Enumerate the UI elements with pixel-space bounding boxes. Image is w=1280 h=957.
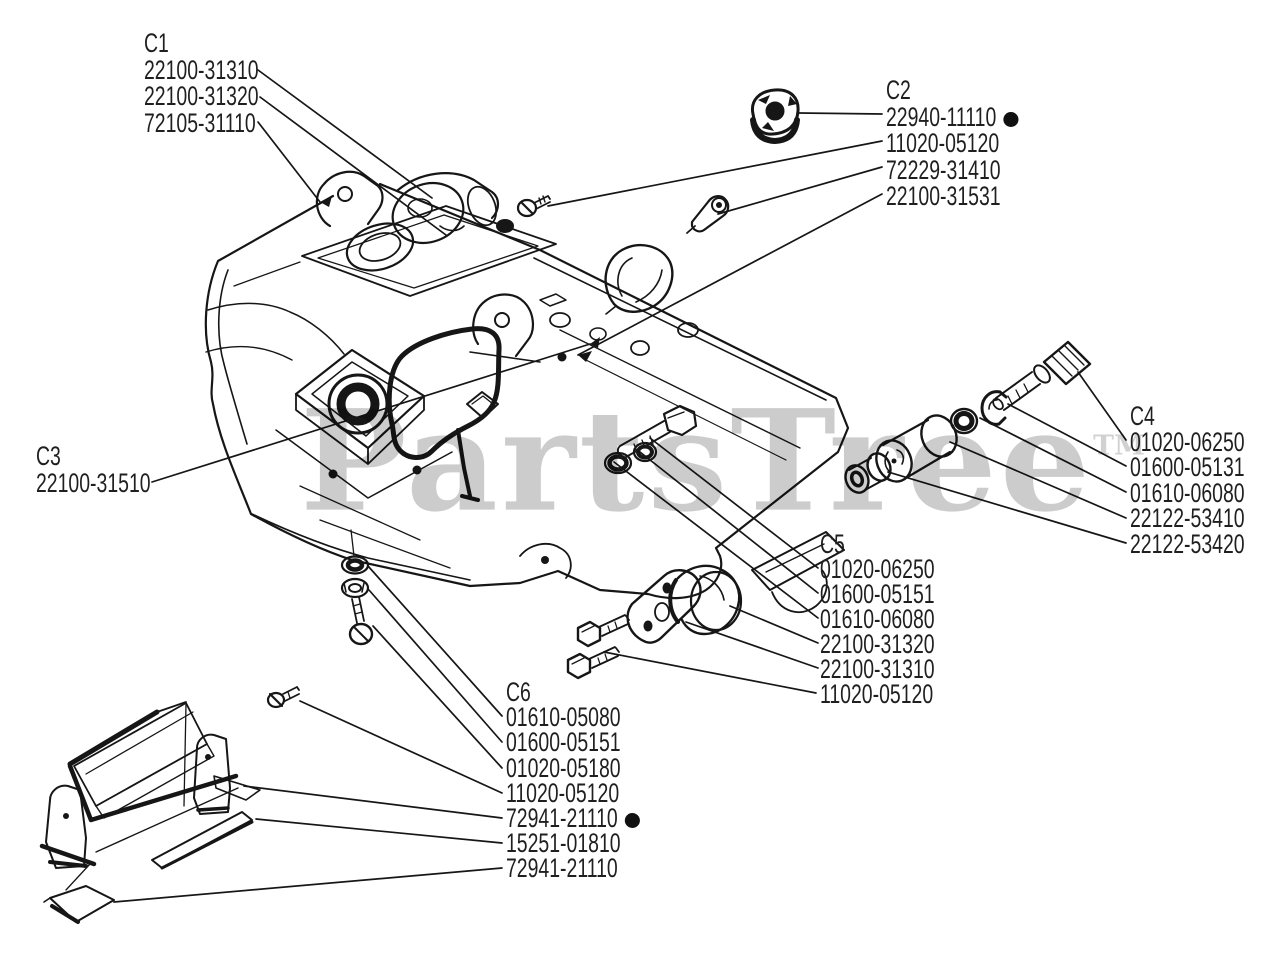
part-number: 72105-31110	[144, 107, 256, 138]
part-number: 22100-31531	[886, 181, 1001, 211]
part-group-c1: C1 22100-31310 22100-31320 72105-31110	[144, 30, 259, 136]
part-group-c6: C6 01610-05080 01600-05151 01020-05180 1…	[506, 677, 641, 884]
filled-dot-marker	[624, 813, 641, 829]
group-label: C1	[144, 28, 169, 58]
group-label: C6	[506, 677, 531, 707]
part-number: 01600-05151	[820, 579, 935, 609]
part-number: 01600-05151	[506, 727, 621, 758]
part-number: 22100-31320	[820, 629, 935, 659]
part-number: 22122-53410	[1130, 503, 1245, 533]
group-label: C4	[1130, 401, 1155, 431]
choke-lever-drawing	[686, 195, 730, 234]
group-label: C2	[886, 75, 911, 105]
under-housing-fasteners-drawing	[340, 529, 374, 646]
part-number: 72229-31410	[886, 154, 1001, 185]
socket-bolt-assembly-drawing	[844, 340, 1092, 494]
part-number: 22100-31310	[820, 654, 935, 684]
part-number: 11020-05120	[506, 777, 620, 808]
part-number: 01020-05180	[506, 752, 621, 783]
fuel-cap-drawing	[750, 88, 800, 144]
base-plate-drawing	[43, 863, 115, 924]
main-housing-drawing	[204, 170, 850, 614]
part-number: 72941-21110	[506, 853, 618, 884]
part-number: 72941-21110	[506, 803, 641, 834]
part-number: 22940-11110	[886, 101, 1019, 132]
part-number: 01610-06080	[1130, 477, 1245, 508]
part-group-c2: C2 22940-11110 11020-05120 72229-31410 2…	[886, 77, 1019, 210]
cover-drawing	[604, 243, 674, 315]
group-label: C5	[820, 529, 845, 559]
top-screw-drawing	[516, 195, 551, 218]
group-label: C3	[36, 441, 61, 471]
part-number-text: 72941-21110	[506, 803, 618, 834]
bolt-with-washers-drawing	[603, 404, 698, 475]
part-number: 01600-05131	[1130, 452, 1245, 482]
filled-dot-marker	[1003, 111, 1019, 127]
part-number: 11020-05120	[820, 679, 934, 709]
part-number: 22122-53420	[1130, 528, 1245, 559]
part-number: 22100-31320	[144, 81, 259, 111]
part-number: 22100-31310	[144, 54, 259, 85]
small-bolt-drawing	[266, 686, 300, 709]
part-group-c5: C5 01020-06250 01600-05151 01610-06080 2…	[820, 529, 935, 709]
leader-lines	[113, 69, 1127, 903]
part-number: 01020-06250	[820, 554, 935, 584]
part-number: 01610-05080	[506, 702, 621, 733]
part-group-c3: C3 22100-31510	[36, 443, 151, 496]
part-number: 01020-06250	[1130, 426, 1245, 457]
part-number-text: 22940-11110	[886, 101, 997, 132]
guard-bracket-drawing	[39, 701, 261, 924]
flat-strip-drawing	[151, 811, 254, 870]
part-number: 11020-05120	[886, 128, 1000, 158]
part-number: 15251-01810	[506, 828, 621, 859]
part-number: 22100-31510	[36, 467, 151, 498]
mount-flange-assembly-drawing	[566, 564, 743, 680]
part-number: 01610-06080	[820, 604, 935, 634]
part-group-c4: C4 01020-06250 01600-05131 01610-06080 2…	[1130, 401, 1245, 559]
